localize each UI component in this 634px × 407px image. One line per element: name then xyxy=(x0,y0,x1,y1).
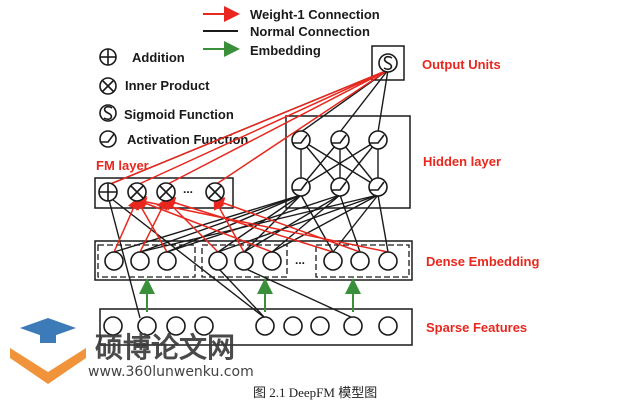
embedding-arrows xyxy=(139,278,361,312)
legend-activation-label: Activation Function xyxy=(127,132,248,147)
legend-inner-product-label: Inner Product xyxy=(125,78,210,93)
legend-weight-label: Weight-1 Connection xyxy=(250,7,380,22)
dense-nodes xyxy=(104,251,398,271)
dense-embedding-box xyxy=(94,240,413,281)
figure-caption: 图 2.1 DeepFM 模型图 xyxy=(253,385,377,400)
watermark: 硕博论文网 www.360lunwenku.com xyxy=(10,318,254,384)
embedding-group-1 xyxy=(97,244,196,278)
sparse-nodes xyxy=(103,316,398,336)
output-sigmoid-node xyxy=(378,53,398,73)
legend-sigmoid-label: Sigmoid Function xyxy=(124,107,234,122)
output-unit-box xyxy=(371,45,405,81)
activation-icon xyxy=(99,130,117,148)
addition-icon xyxy=(99,48,117,66)
hidden-layer-label: Hidden layer xyxy=(423,154,501,169)
embedding-group-2 xyxy=(201,244,288,278)
output-units-label: Output Units xyxy=(422,57,501,72)
fm-ellipsis: ... xyxy=(183,182,193,196)
graduation-cap-icon xyxy=(10,318,86,384)
dense-ellipsis: ... xyxy=(295,253,305,267)
legend-embedding-label: Embedding xyxy=(250,43,321,58)
hidden-layer-box xyxy=(285,115,411,209)
watermark-name: 硕博论文网 xyxy=(95,331,235,364)
hidden-nodes xyxy=(291,130,388,197)
fm-nodes xyxy=(98,182,225,202)
weight-connections xyxy=(107,69,389,253)
sparse-features-label: Sparse Features xyxy=(426,320,527,335)
sigmoid-icon xyxy=(99,104,117,122)
dense-embedding-label: Dense Embedding xyxy=(426,254,539,269)
legend-normal-label: Normal Connection xyxy=(250,24,370,39)
legend: Weight-1 Connection Normal Connection Em… xyxy=(99,6,380,148)
embedding-group-3 xyxy=(315,244,410,278)
watermark-url: www.360lunwenku.com xyxy=(88,364,254,380)
fm-layer-label: FM layer xyxy=(96,158,149,173)
inner-product-icon xyxy=(99,77,117,95)
legend-addition-label: Addition xyxy=(132,50,185,65)
